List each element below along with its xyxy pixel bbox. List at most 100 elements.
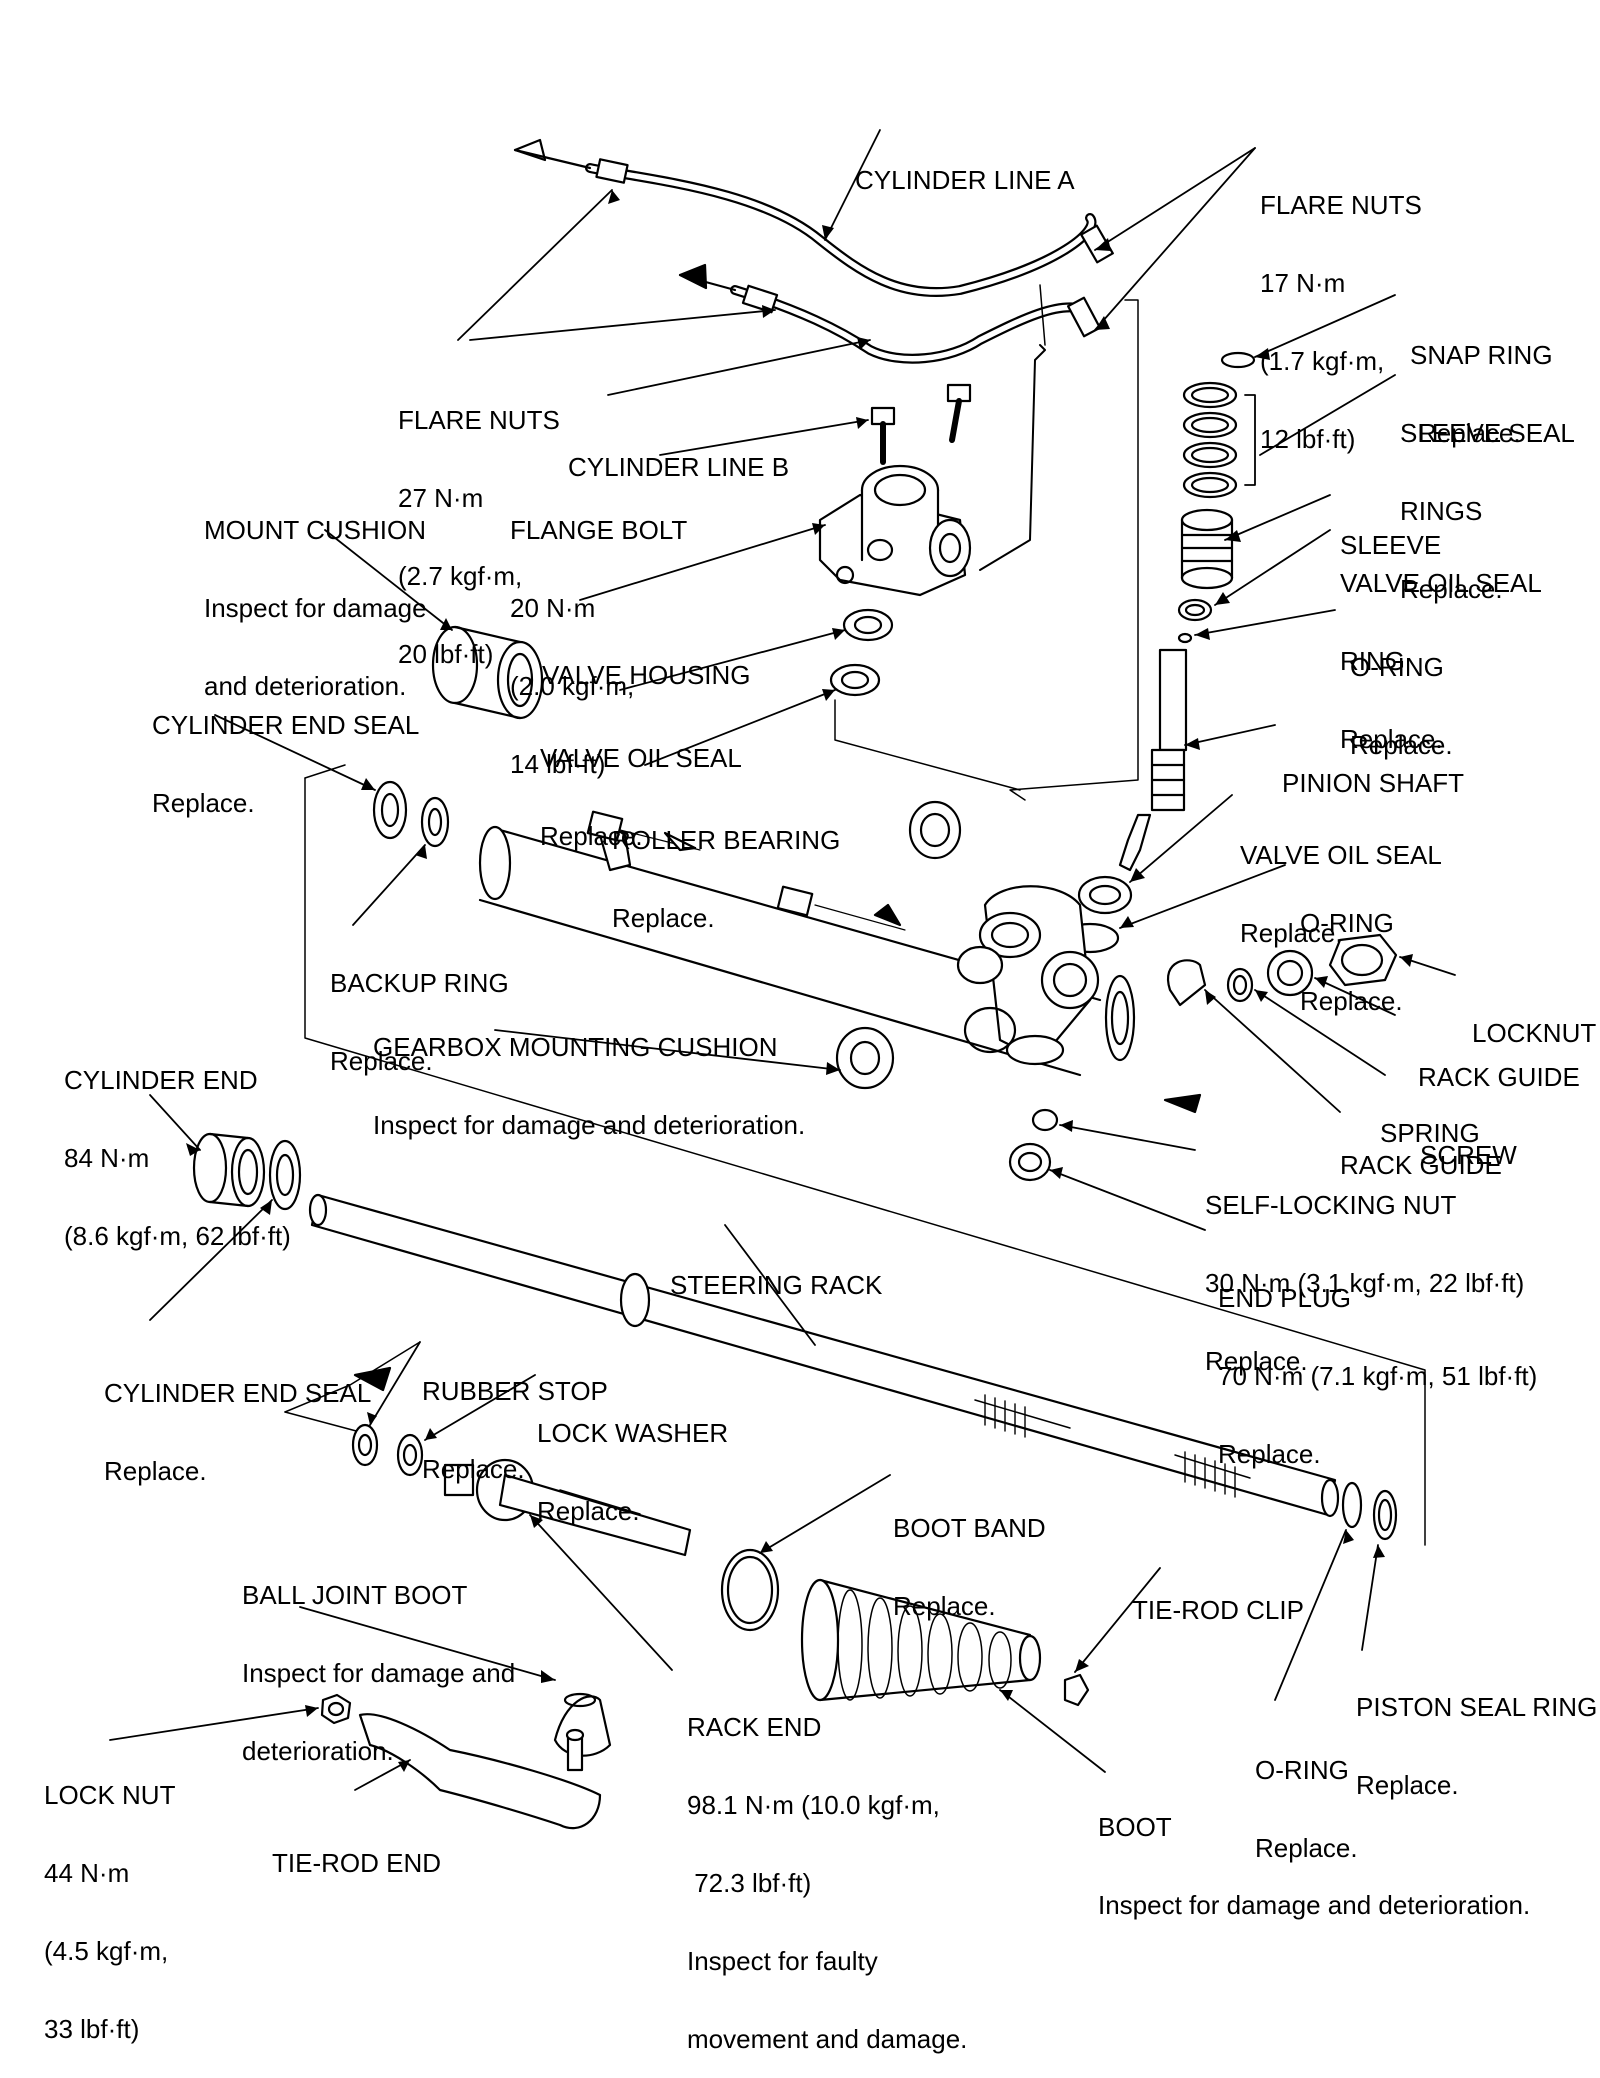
label-line: GEARBOX MOUNTING CUSHION (373, 1032, 778, 1062)
label-line: movement and damage. (687, 2024, 968, 2054)
self-locking-nut (1031, 1108, 1059, 1132)
label-line: Replace. (1240, 918, 1343, 948)
label-cylinder-end-seal-top: CYLINDER END SEAL Replace. (152, 660, 419, 842)
label-self-locking-nut: SELF-LOCKING NUT 30 N·m (3.1 kgf·m, 22 l… (1205, 1140, 1524, 1400)
o-ring-bottom (1341, 1481, 1363, 1529)
steering-gearbox-exploded-view (109, 129, 1456, 1830)
label-flange-bolt: FLANGE BOLT 20 N·m (2.0 kgf·m, 14 lbf·ft… (510, 465, 687, 803)
cylinder-end-seal-top (372, 780, 408, 840)
label-line: TIE-ROD CLIP (1132, 1595, 1304, 1625)
label-line: Replace. (1418, 418, 1521, 448)
label-line: Replace. (537, 1496, 640, 1526)
label-line: (4.5 kgf·m, (44, 1936, 169, 1966)
roller-bearing (829, 663, 881, 697)
label-line: 20 N·m (510, 593, 596, 623)
label-pinion-shaft: PINION SHAFT (1282, 718, 1464, 822)
spring (1226, 967, 1254, 1003)
cylinder-line-b (678, 263, 1102, 364)
label-flare-nuts-17: FLARE NUTS 17 N·m (1.7 kgf·m, 12 lbf·ft) (1260, 140, 1422, 478)
valve-housing (818, 464, 972, 597)
rack-end (443, 1458, 692, 1557)
label-rack-guide: RACK GUIDE (1340, 1100, 1502, 1204)
backup-ring (420, 796, 450, 848)
gearbox-mounting-cushion-bottom (835, 1026, 895, 1090)
label-line: deterioration. (242, 1736, 394, 1766)
label-line: RACK GUIDE (1340, 1150, 1502, 1180)
label-cylinder-line-a: CYLINDER LINE A (855, 115, 1075, 219)
label-valve-housing: VALVE HOUSING (542, 610, 751, 714)
label-piston-seal-ring: PISTON SEAL RING Replace. (1356, 1642, 1597, 1824)
label-line: CYLINDER END SEAL (104, 1378, 372, 1408)
label-line: LOCKNUT (1472, 1018, 1597, 1048)
label-line: TIE-ROD END (272, 1848, 441, 1878)
label-line: PISTON SEAL RING (1356, 1692, 1598, 1722)
label-mount-cushion: MOUNT CUSHION Inspect for damage and det… (204, 465, 427, 725)
label-line: Replace. (1340, 724, 1443, 754)
label-tie-rod-end: TIE-ROD END (272, 1798, 441, 1902)
snap-ring (1220, 351, 1256, 369)
boot-band (720, 1548, 780, 1632)
label-tie-rod-clip: TIE-ROD CLIP (1132, 1545, 1304, 1649)
label-valve-oil-seal-left: VALVE OIL SEAL Replace. (540, 693, 742, 875)
label-line: RACK END (687, 1712, 822, 1742)
label-line: 17 N·m (1260, 268, 1346, 298)
valve-oil-seal-right (1077, 875, 1133, 915)
label-line: (1.7 kgf·m, (1260, 346, 1385, 376)
label-line: Replace. (1350, 730, 1453, 760)
label-boot-band: BOOT BAND Replace. (893, 1463, 1046, 1645)
label-line: Replace. (104, 1456, 207, 1486)
valve-oil-seal-left (842, 608, 894, 642)
label-line: SELF-LOCKING NUT (1205, 1190, 1457, 1220)
rubber-stop (351, 1423, 379, 1467)
label-line: Replace. (152, 788, 255, 818)
label-line: BOOT (1098, 1812, 1172, 1842)
label-line: Replace. (1218, 1439, 1321, 1469)
label-line: SLEEVE SEAL (1400, 418, 1575, 448)
label-line: and deterioration. (204, 671, 407, 701)
label-line: RACK GUIDE (1418, 1062, 1580, 1092)
label-line: O-RING (1255, 1755, 1349, 1785)
label-line: Replace. (1400, 574, 1503, 604)
pinion-shaft (1118, 648, 1188, 872)
label-line: RING (1340, 646, 1405, 676)
label-line: STEERING RACK (670, 1270, 883, 1300)
label-lock-washer: LOCK WASHER Replace. (537, 1368, 728, 1550)
label-rack-end: RACK END 98.1 N·m (10.0 kgf·m, 72.3 lbf·… (687, 1662, 967, 2078)
label-line: Replace. (893, 1591, 996, 1621)
label-line: RUBBER STOP (422, 1376, 608, 1406)
label-line: VALVE OIL SEAL (1240, 840, 1442, 870)
cylinder-end-seal-bottom (268, 1139, 302, 1211)
label-line: (2.7 kgf·m, (398, 561, 523, 591)
label-cylinder-end: CYLINDER END 84 N·m (8.6 kgf·m, 62 lbf·f… (64, 1015, 291, 1275)
label-roller-bearing: ROLLER BEARING Replace. (612, 775, 840, 957)
label-line: BACKUP RING (330, 968, 509, 998)
label-line: Replace. (1205, 1346, 1308, 1376)
label-line: Replace. (330, 1046, 433, 1076)
label-line: 70 N·m (7.1 kgf·m, 51 lbf·ft) (1218, 1361, 1538, 1391)
label-line: 12 lbf·ft) (1260, 424, 1356, 454)
label-line: END PLUG (1218, 1283, 1351, 1313)
label-line: RINGS (1400, 496, 1483, 526)
label-spring: SPRING (1380, 1068, 1480, 1172)
label-o-ring-top: O-RING Replace. (1350, 602, 1453, 784)
label-line: (2.0 kgf·m, (510, 671, 635, 701)
piston-seal-ring (1372, 1489, 1398, 1541)
steering-rack (308, 1193, 1340, 1518)
label-line: MOUNT CUSHION (204, 515, 426, 545)
sleeve-seal-rings (1182, 381, 1238, 499)
label-line: BALL JOINT BOOT (242, 1580, 468, 1610)
valve-oil-seal-ring (1177, 598, 1213, 622)
boot (800, 1578, 1042, 1702)
label-line: (8.6 kgf·m, 62 lbf·ft) (64, 1221, 291, 1251)
label-valve-oil-seal-right: VALVE OIL SEAL Replace. (1240, 790, 1442, 972)
label-line: Replace. (1300, 986, 1403, 1016)
label-line: CYLINDER LINE B (568, 452, 790, 482)
label-locknut: LOCKNUT (1472, 968, 1596, 1072)
label-line: 27 N·m (398, 483, 484, 513)
label-snap-ring: SNAP RING Replace. (1410, 290, 1553, 472)
label-line: Inspect for damage and deterioration. (373, 1110, 806, 1140)
label-line: FLARE NUTS (398, 405, 560, 435)
lock-nut (320, 1693, 352, 1725)
rack-guide (1166, 959, 1207, 1007)
label-line: VALVE HOUSING (542, 660, 751, 690)
